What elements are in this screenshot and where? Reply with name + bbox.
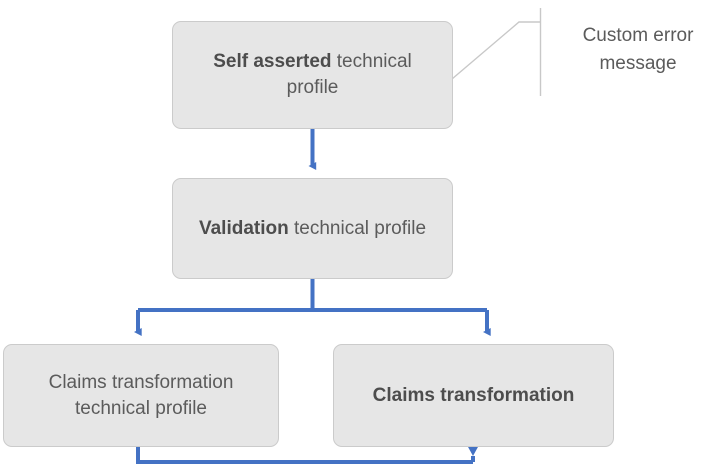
- callout-leader-line: [451, 8, 542, 96]
- edge-validation-branch: [134, 279, 491, 337]
- callout-label-line-1: Custom error: [582, 25, 694, 46]
- node-claims-transformation-technical-profile-label: Claims transformation technical profile: [48, 371, 234, 419]
- node-self-asserted-label-bold: Self asserted: [213, 51, 332, 73]
- node-validation-technical-profile[interactable]: Validation technical profile: [172, 178, 453, 279]
- node-claims-transformation-label: Claims transformation: [372, 384, 575, 406]
- node-self-asserted-label: Self asserted technical profile: [187, 49, 438, 100]
- node-self-asserted-technical-profile[interactable]: Self asserted technical profile: [172, 21, 453, 129]
- node-validation-label-bold: Validation: [198, 217, 289, 239]
- callout-custom-error-message: Custom error message: [556, 22, 720, 77]
- node-claims-transformation[interactable]: Claims transformation: [333, 344, 614, 447]
- node-claims-transformation-technical-profile[interactable]: Claims transformation technical profile: [3, 344, 279, 447]
- node-self-asserted-label-rest: technical profile: [286, 51, 412, 98]
- node-validation-label: Validation technical profile: [187, 216, 438, 242]
- callout-label-line-2: message: [599, 52, 677, 74]
- node-validation-label-rest: technical profile: [288, 217, 427, 239]
